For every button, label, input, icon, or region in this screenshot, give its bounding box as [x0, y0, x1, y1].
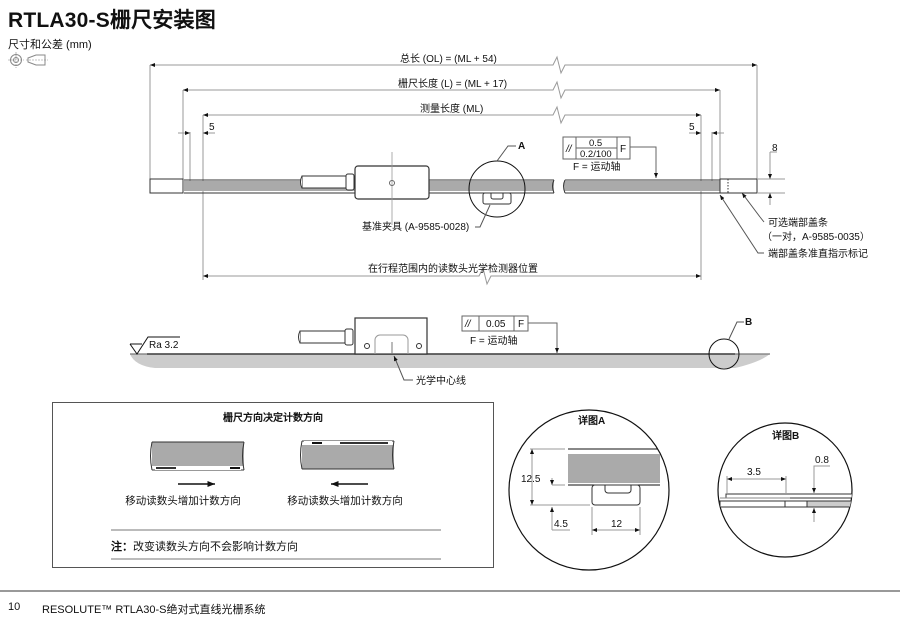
direction-panel: 栅尺方向决定计数方向 移动读数头增加计数方向 移动读数头增加计数方向 注：改变读…	[52, 402, 494, 568]
tolerance-value-top: 0.5	[589, 138, 602, 149]
tolerance-value-bottom: 0.2/100	[580, 149, 612, 160]
roughness-symbol	[129, 336, 180, 355]
end-cover-mark-label: 端部盖条准直指示标记	[768, 247, 868, 260]
overall-length-dimension	[149, 55, 758, 190]
note-divider-top	[111, 529, 441, 531]
units-subtitle: 尺寸和公差 (mm)	[8, 39, 92, 51]
page-number: 10	[8, 601, 21, 613]
overall-length-label: 总长 (OL) = (ML + 54)	[400, 52, 497, 65]
tolerance-value-side: 0.05	[486, 319, 506, 330]
direction-caption-right: 移动读数头增加计数方向	[287, 495, 403, 507]
left-offset-label: 5	[209, 122, 215, 133]
tolerance-frame-side	[461, 315, 559, 353]
datum-letter-side: F	[518, 319, 524, 330]
right-offset-label: 5	[689, 122, 695, 133]
parallelism-symbol: //	[565, 144, 573, 155]
scale-illustration-left	[150, 441, 245, 471]
readhead-side-view	[298, 317, 428, 355]
height-dimension	[757, 151, 785, 205]
page-title: RTLA30-S栅尺安装图	[8, 9, 216, 32]
parallelism-symbol-side: //	[464, 319, 472, 330]
note-divider-bottom	[111, 558, 441, 560]
readhead-range-dimension	[203, 266, 701, 286]
detail-b-title: 详图B	[772, 429, 799, 442]
measuring-length-dimension	[202, 105, 702, 280]
detail-a-height: 12.5	[521, 474, 541, 485]
footer-divider	[0, 590, 900, 592]
direction-note: 注：改变读数头方向不会影响计数方向	[111, 538, 298, 554]
detail-a-width: 12	[611, 519, 623, 530]
detail-a-title: 详图A	[578, 414, 605, 427]
detail-b-circle	[708, 338, 740, 370]
datum-note-main: F = 运动轴	[573, 160, 621, 173]
first-angle-projection-icon	[8, 52, 50, 73]
detail-a-offset: 4.5	[554, 519, 568, 530]
tolerance-frame-main	[562, 136, 658, 178]
readhead-range-label: 在行程范围内的读数头光学检测器位置	[368, 262, 538, 275]
datum-clamp-label: 基准夹具 (A-9585-0028)	[362, 220, 469, 233]
note-label: 注：	[111, 541, 133, 553]
scale-illustration-right	[300, 440, 395, 470]
end-cover-part: （一对，A-9585-0035）	[762, 230, 870, 243]
scale-length-label: 栅尺长度 (L) = (ML + 17)	[398, 77, 507, 90]
detail-b-view	[717, 422, 853, 558]
direction-caption-left: 移动读数头增加计数方向	[125, 495, 241, 507]
readhead-top-view	[300, 152, 430, 225]
note-text: 改变读数头方向不会影响计数方向	[133, 541, 298, 553]
footer-title: RESOLUTE™ RTLA30-S绝对式直线光栅系统	[42, 604, 266, 616]
scale-body	[149, 178, 758, 194]
optical-centerline-label: 光学中心线	[416, 374, 466, 387]
roughness-label: Ra 3.2	[149, 340, 179, 351]
datum-letter: F	[620, 144, 626, 155]
detail-b-length: 3.5	[747, 467, 761, 478]
datum-note-side: F = 运动轴	[470, 334, 518, 347]
detail-b-gap: 0.8	[815, 455, 829, 466]
measuring-length-label: 测量长度 (ML)	[420, 102, 483, 115]
detail-b-marker: B	[745, 317, 752, 328]
detail-a-view	[508, 409, 670, 571]
detail-a-marker: A	[518, 141, 525, 152]
end-cover-label: 可选端部盖条	[768, 216, 828, 229]
scale-length-dimension	[182, 80, 721, 190]
height-label: 8	[772, 143, 778, 154]
substrate-side-view	[130, 353, 770, 368]
direction-panel-title: 栅尺方向决定计数方向	[223, 413, 323, 424]
